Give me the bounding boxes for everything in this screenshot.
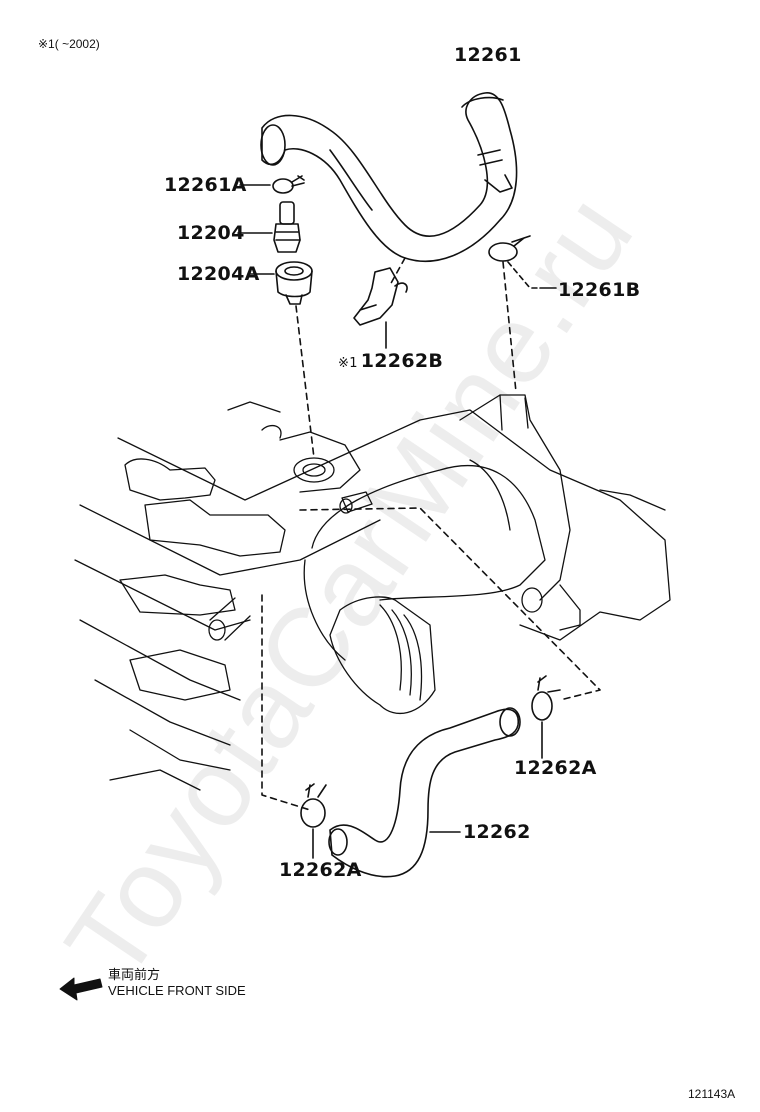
clip-12261b-drawing	[488, 235, 531, 262]
label-12261a[interactable]: 12261A	[164, 174, 247, 196]
grommet-drawing	[275, 261, 313, 305]
label-12261b[interactable]: 12261B	[558, 279, 641, 301]
clip-12262a-right-drawing	[531, 675, 561, 721]
note-text: ( ~2002)	[54, 37, 100, 51]
alignment-lines	[261, 257, 601, 811]
label-12261[interactable]: 12261	[454, 44, 522, 66]
arrow-left-icon	[59, 977, 103, 1001]
label-12262b-number: 12262B	[360, 350, 444, 372]
bracket-drawing	[353, 267, 408, 326]
label-12204a[interactable]: 12204A	[177, 263, 260, 285]
vehicle-front-label-en: VEHICLE FRONT SIDE	[108, 983, 246, 998]
label-12262a-left[interactable]: 12262A	[279, 859, 362, 881]
figure-code: 121143A	[688, 1087, 736, 1101]
note-mark: ※1	[38, 37, 55, 51]
clip-12262a-left-drawing	[300, 783, 327, 828]
upper-hose-drawing	[260, 92, 518, 262]
bracket-note-mark: ※1	[338, 356, 358, 371]
pcv-valve-drawing	[273, 201, 301, 253]
label-12262[interactable]: 12262	[463, 821, 531, 843]
clip-12261a-drawing	[272, 175, 305, 194]
engine-drawing	[74, 394, 671, 791]
label-12204[interactable]: 12204	[177, 222, 245, 244]
model-year-note: ※1( ~2002)	[38, 38, 100, 50]
vehicle-front-label-jp: 車両前方	[108, 967, 161, 982]
label-12262a-right[interactable]: 12262A	[514, 757, 597, 779]
lower-hose-drawing	[328, 707, 521, 878]
